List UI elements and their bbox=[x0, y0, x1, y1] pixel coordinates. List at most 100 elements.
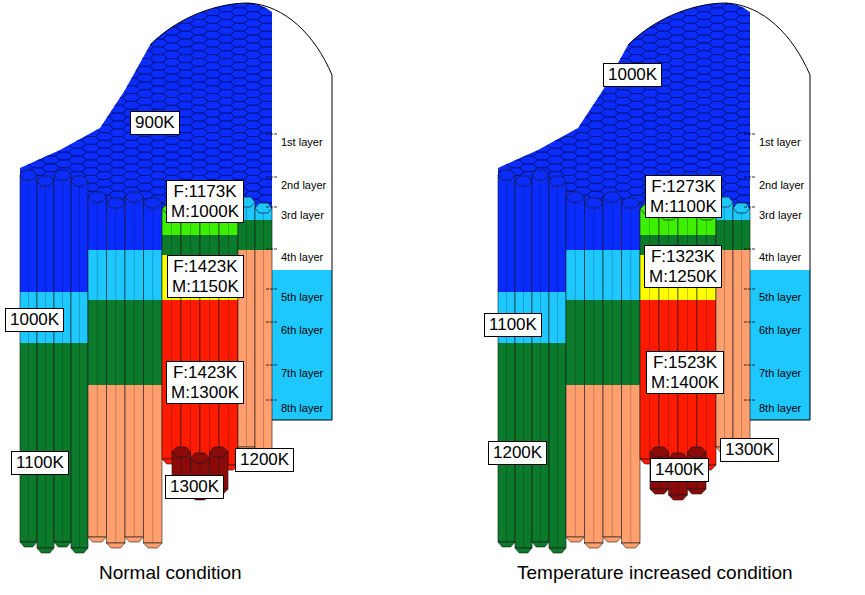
back-face bbox=[750, 270, 810, 420]
hex-cell bbox=[285, 70, 303, 78]
hex-cell bbox=[285, 0, 303, 8]
hex-cell bbox=[258, 117, 276, 125]
hex-cell bbox=[749, 222, 767, 230]
column-bottom bbox=[54, 542, 71, 547]
hex-cell bbox=[506, 98, 524, 106]
hex-cell bbox=[493, 156, 511, 164]
temperature-box: 1000K bbox=[5, 308, 64, 332]
hex-cell bbox=[533, 90, 551, 98]
hex-cell bbox=[763, 195, 781, 203]
hex-cell bbox=[574, 8, 592, 16]
hex-cell bbox=[641, 12, 659, 20]
hex-cell bbox=[271, 191, 289, 199]
column-bottom bbox=[532, 542, 549, 547]
hex-cell bbox=[749, 160, 767, 168]
hex-cell bbox=[736, 187, 754, 195]
column-edge bbox=[144, 203, 163, 543]
hex-cell bbox=[28, 105, 46, 113]
hex-cell bbox=[136, 0, 154, 4]
hex-cell bbox=[479, 160, 497, 168]
hex-cell bbox=[15, 8, 33, 16]
hex-cell bbox=[109, 74, 127, 82]
hex-cell bbox=[533, 129, 551, 137]
column-cap bbox=[255, 203, 272, 213]
hex-cell bbox=[42, 39, 60, 47]
hex-cell bbox=[493, 31, 511, 39]
hex-cell bbox=[1, 35, 19, 43]
hex-cell bbox=[15, 156, 33, 164]
temperature-value: 1400K bbox=[655, 460, 704, 480]
hex-cell bbox=[520, 86, 538, 94]
hex-cell bbox=[258, 47, 276, 55]
column-cap bbox=[515, 176, 532, 186]
hex-cell bbox=[15, 16, 33, 24]
column-bottom bbox=[622, 543, 641, 548]
column-ridge bbox=[79, 181, 80, 548]
hex-cell bbox=[28, 12, 46, 20]
hex-cell bbox=[749, 105, 767, 113]
hex-cell bbox=[82, 35, 100, 43]
hex-cell bbox=[258, 86, 276, 94]
column-cap bbox=[191, 453, 210, 463]
hex-cell bbox=[109, 12, 127, 20]
hex-cell bbox=[15, 62, 33, 70]
hex-cell bbox=[96, 101, 114, 109]
fuel-column bbox=[88, 192, 107, 542]
hex-cell bbox=[28, 121, 46, 129]
hex-cell bbox=[749, 51, 767, 59]
temperature-value: F:1423K M:1300K bbox=[171, 363, 239, 402]
hex-cell bbox=[258, 70, 276, 78]
hex-cell bbox=[479, 82, 497, 90]
hex-cell bbox=[763, 39, 781, 47]
hex-cell bbox=[271, 66, 289, 74]
layer-label: 5th layer bbox=[281, 291, 323, 303]
hex-cell bbox=[547, 8, 565, 16]
temperature-value: 1000K bbox=[10, 310, 59, 330]
hex-cell bbox=[479, 215, 497, 223]
hex-cell bbox=[749, 20, 767, 28]
hex-cell bbox=[749, 0, 767, 4]
hex-cell bbox=[520, 55, 538, 63]
hex-cell bbox=[736, 109, 754, 117]
hex-cell bbox=[655, 8, 673, 16]
hex-cell bbox=[1, 121, 19, 129]
hex-cell bbox=[69, 125, 87, 133]
hex-cell bbox=[55, 121, 73, 129]
hex-cell bbox=[493, 94, 511, 102]
hex-cell bbox=[271, 168, 289, 176]
hex-cell bbox=[533, 27, 551, 35]
hex-cell bbox=[28, 35, 46, 43]
hex-cell bbox=[15, 70, 33, 78]
hex-cell bbox=[560, 51, 578, 59]
temperature-box: 1100K bbox=[11, 451, 69, 475]
column-bottom bbox=[71, 548, 88, 553]
column-cap bbox=[687, 447, 706, 457]
hex-cell bbox=[15, 78, 33, 86]
hex-cell bbox=[42, 94, 60, 102]
hex-cell bbox=[763, 0, 781, 8]
temperature-value: F:1173K M:1000K bbox=[171, 182, 239, 221]
hex-cell bbox=[109, 35, 127, 43]
hex-cell bbox=[28, 20, 46, 28]
hex-cell bbox=[560, 105, 578, 113]
fuel-column bbox=[238, 197, 255, 452]
hex-cell bbox=[82, 121, 100, 129]
column-edge bbox=[37, 181, 54, 548]
hex-cell bbox=[547, 39, 565, 47]
back-face bbox=[272, 270, 332, 420]
hex-cell bbox=[82, 90, 100, 98]
hex-cell bbox=[574, 70, 592, 78]
hex-cell bbox=[28, 113, 46, 121]
column-ridge bbox=[152, 203, 153, 543]
hex-cell bbox=[601, 8, 619, 16]
hex-cell bbox=[82, 27, 100, 35]
hex-cell bbox=[1, 74, 19, 82]
hex-cell bbox=[614, 4, 632, 12]
hex-cell bbox=[560, 66, 578, 74]
hex-cell bbox=[136, 27, 154, 35]
hex-cell bbox=[574, 86, 592, 94]
column-edge bbox=[107, 203, 126, 543]
hex-cell bbox=[28, 144, 46, 152]
hex-cell bbox=[520, 31, 538, 39]
hex-cell bbox=[520, 101, 538, 109]
